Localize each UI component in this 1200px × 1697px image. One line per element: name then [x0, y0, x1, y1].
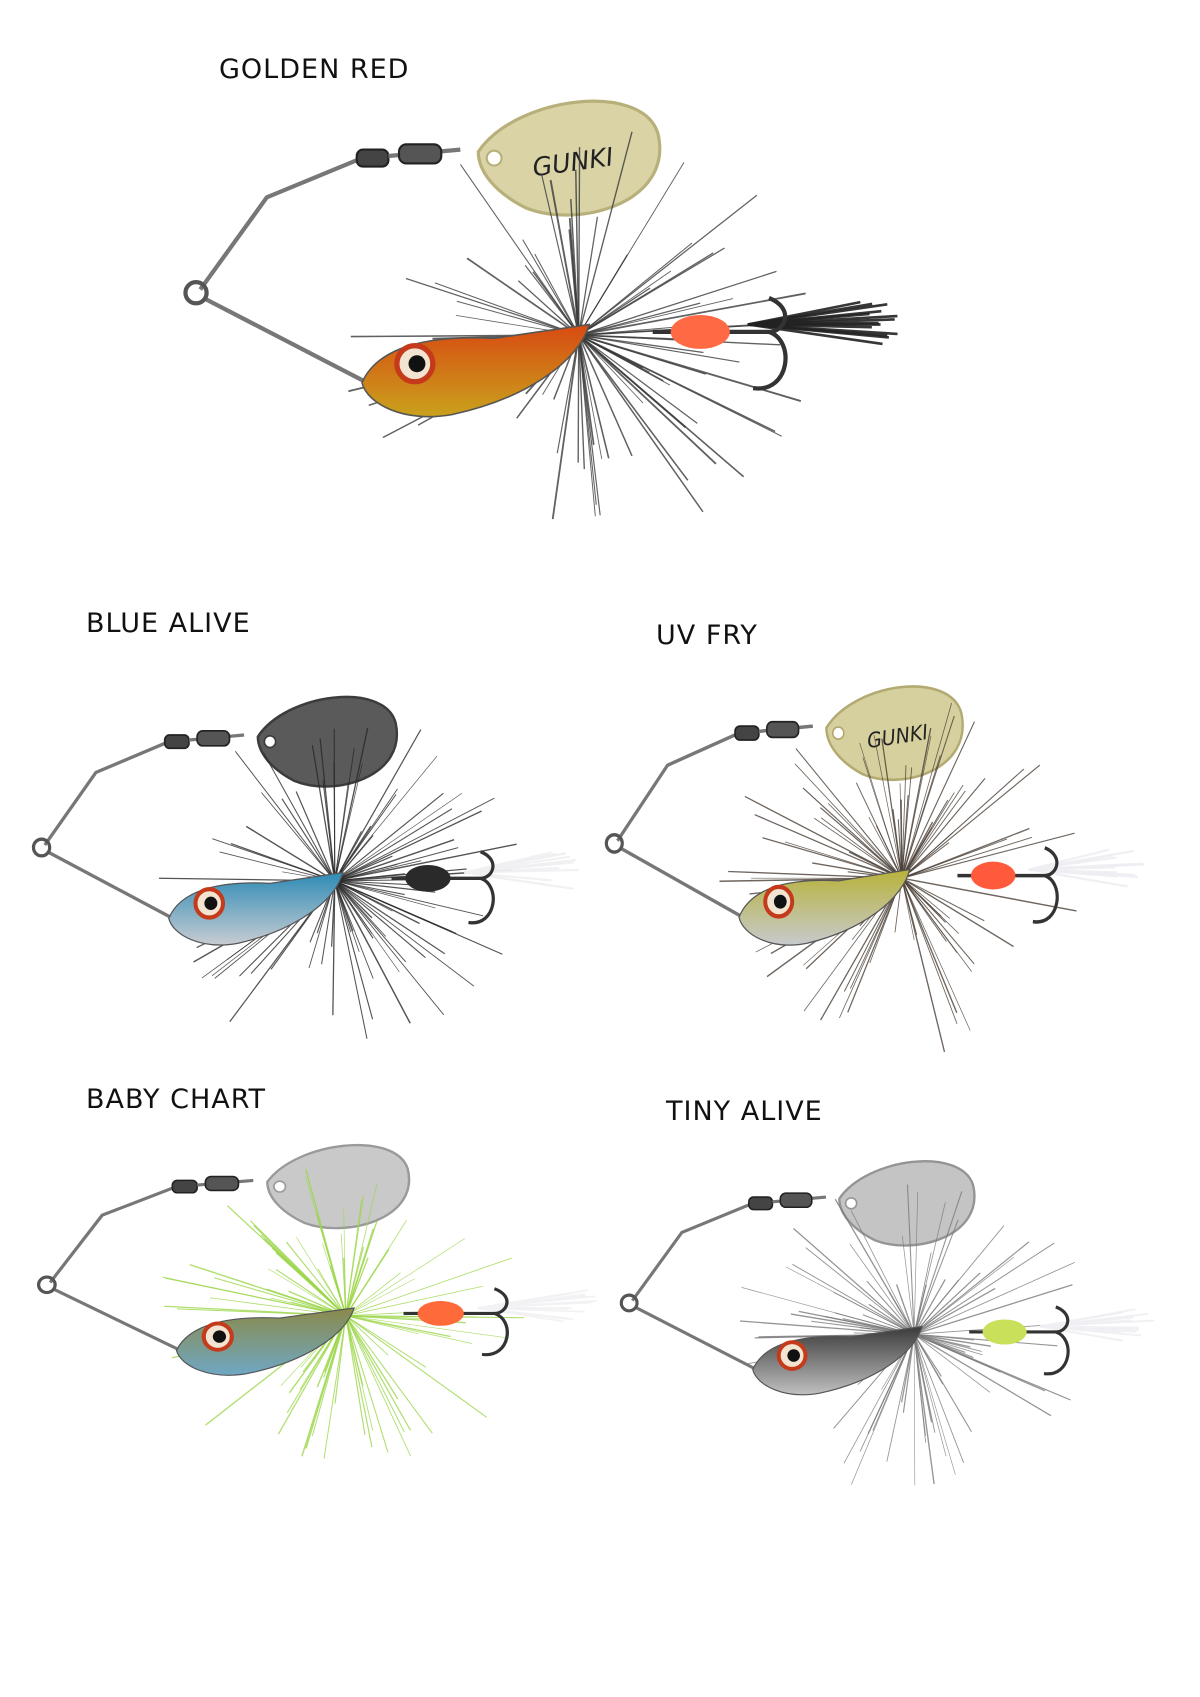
spinnerbait-lure	[619, 1160, 1155, 1486]
jig-head	[738, 868, 911, 946]
spinner-blade: GUNKI	[476, 99, 662, 217]
chenille-body	[670, 314, 730, 349]
trailer-tail	[464, 851, 580, 890]
wire-arm	[619, 1192, 827, 1372]
wire-arm	[604, 720, 814, 919]
lure-label-tiny-alive: TINY ALIVE	[666, 1096, 823, 1127]
lure-label-blue-alive: BLUE ALIVE	[86, 608, 251, 639]
jig-head	[361, 323, 591, 418]
trailer-tail	[1039, 1308, 1155, 1342]
trailer-tail	[1028, 848, 1144, 888]
chenille-body	[405, 865, 451, 892]
wire-arm	[31, 730, 245, 920]
spinnerbait-lure	[31, 695, 580, 1039]
lure-image-blue-alive	[27, 685, 594, 1060]
jig-head	[175, 1307, 355, 1376]
wire-arm	[183, 143, 461, 385]
skirt-fibers	[162, 1168, 524, 1459]
lure-image-baby-chart	[32, 1134, 610, 1482]
spinner-blade	[256, 695, 399, 788]
spinner-blade	[838, 1160, 976, 1247]
spinner-blade	[266, 1143, 411, 1230]
chenille-body	[417, 1301, 464, 1326]
spinnerbait-lure: GUNKI	[183, 99, 898, 520]
chenille-body	[982, 1319, 1027, 1345]
spinnerbait-lure	[36, 1143, 597, 1459]
lure-label-baby-chart: BABY CHART	[86, 1084, 267, 1115]
lure-label-uv-fry: UV FRY	[656, 620, 758, 651]
spinnerbait-lure: GUNKI	[604, 685, 1144, 1053]
chenille-body	[970, 861, 1016, 890]
trailer-tail	[747, 300, 898, 346]
lure-label-golden-red: GOLDEN RED	[219, 54, 410, 85]
lure-image-uv-fry: GUNKI	[600, 674, 1156, 1065]
spinner-blade: GUNKI	[825, 685, 964, 782]
lure-image-tiny-alive	[615, 1150, 1166, 1503]
wire-arm	[36, 1175, 254, 1352]
jig-head	[752, 1325, 923, 1396]
jig-head	[168, 871, 344, 946]
trailer-tail	[477, 1289, 597, 1323]
lure-image-golden-red: GUNKI	[177, 86, 917, 563]
